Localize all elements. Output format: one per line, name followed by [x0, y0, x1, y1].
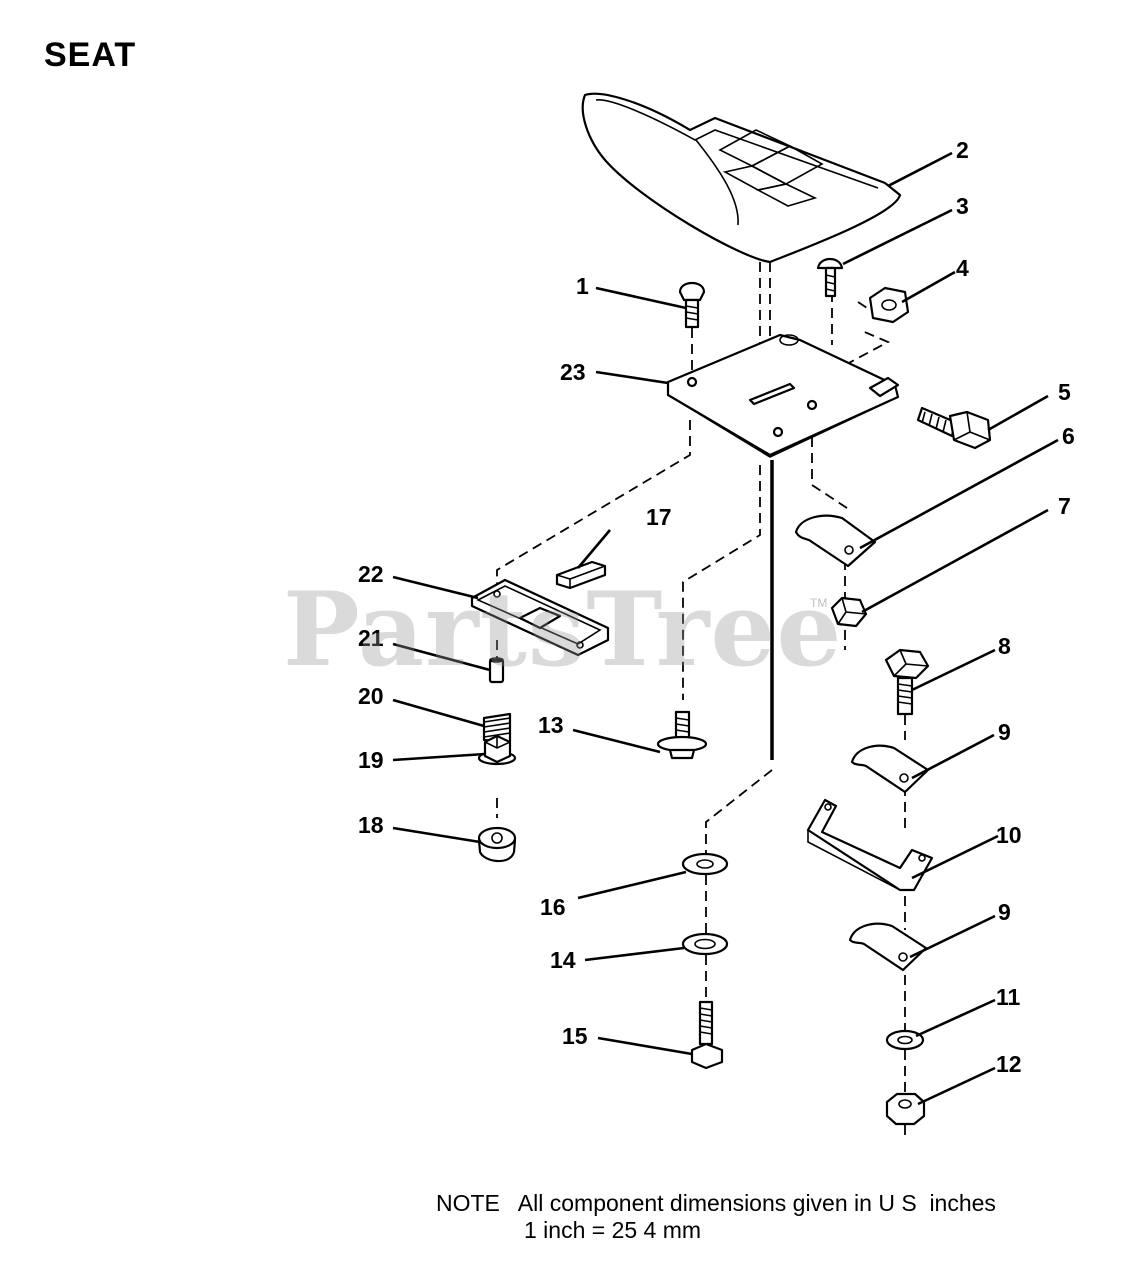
- clip-part-6: [794, 514, 877, 568]
- nut-part-12: [885, 1092, 926, 1126]
- callout-5: 5: [1058, 379, 1071, 405]
- clip-part-9-lower: [848, 922, 928, 972]
- nut-part-4: [868, 286, 910, 324]
- flange-nut-part-19: [477, 734, 517, 766]
- page-title: SEAT: [44, 36, 137, 74]
- note-line-2: 1 inch = 25 4 mm: [524, 1217, 702, 1243]
- bolt-part-15: [690, 1000, 724, 1070]
- screw-part-3: [816, 257, 844, 298]
- washer-part-11: [885, 1029, 925, 1051]
- callout-10: 10: [996, 822, 1022, 848]
- callout-4: 4: [956, 255, 969, 281]
- bolt-part-5: [916, 406, 992, 450]
- bolt-part-8: [884, 648, 930, 716]
- callout-21: 21: [358, 625, 384, 651]
- callout-7: 7: [1058, 493, 1071, 519]
- callout-16: 16: [540, 894, 566, 920]
- flange-nut-part-18: [477, 826, 517, 863]
- seat-plate-part-23: [666, 333, 900, 458]
- leader-lines: [392, 151, 1059, 1106]
- trademark-mark: TM: [810, 596, 828, 610]
- callout-15: 15: [562, 1023, 588, 1049]
- latch-plate-part-22: [470, 578, 610, 657]
- nut-part-7: [830, 596, 868, 628]
- callout-12: 12: [996, 1051, 1022, 1077]
- block-part-17: [555, 560, 607, 590]
- callout-19: 19: [358, 747, 384, 773]
- callout-1: 1: [576, 273, 589, 299]
- bolt-part-1: [678, 281, 706, 329]
- washer-part-16: [681, 852, 729, 876]
- callout-23: 23: [560, 359, 586, 385]
- lock-washer-part-14: [681, 932, 729, 956]
- callout-18: 18: [358, 812, 384, 838]
- pin-part-21: [488, 657, 505, 684]
- bracket-part-10: [806, 798, 934, 892]
- callout-6: 6: [1062, 423, 1075, 449]
- clip-part-9-upper: [850, 744, 930, 794]
- callout-17: 17: [646, 504, 672, 530]
- callout-9-upper: 9: [998, 719, 1011, 745]
- callout-22: 22: [358, 561, 384, 587]
- note-line-1: NOTE All component dimensions given in U…: [436, 1190, 996, 1216]
- callout-14: 14: [550, 947, 576, 973]
- callout-labels: 1 2 3 4 5 6 7 8 9 10 9 11 12 13 14 15 16…: [358, 137, 1075, 1077]
- callout-3: 3: [956, 193, 969, 219]
- callout-2: 2: [956, 137, 969, 163]
- assembly-lines: [496, 262, 906, 1140]
- shoulder-bolt-part-13: [656, 710, 708, 760]
- callout-11: 11: [996, 984, 1021, 1010]
- dimension-note: NOTE All component dimensions given in U…: [436, 1190, 996, 1244]
- callout-20: 20: [358, 683, 384, 709]
- callout-8: 8: [998, 633, 1011, 659]
- callout-13: 13: [538, 712, 564, 738]
- seat-part-2: [581, 92, 902, 264]
- callout-9-lower: 9: [998, 899, 1011, 925]
